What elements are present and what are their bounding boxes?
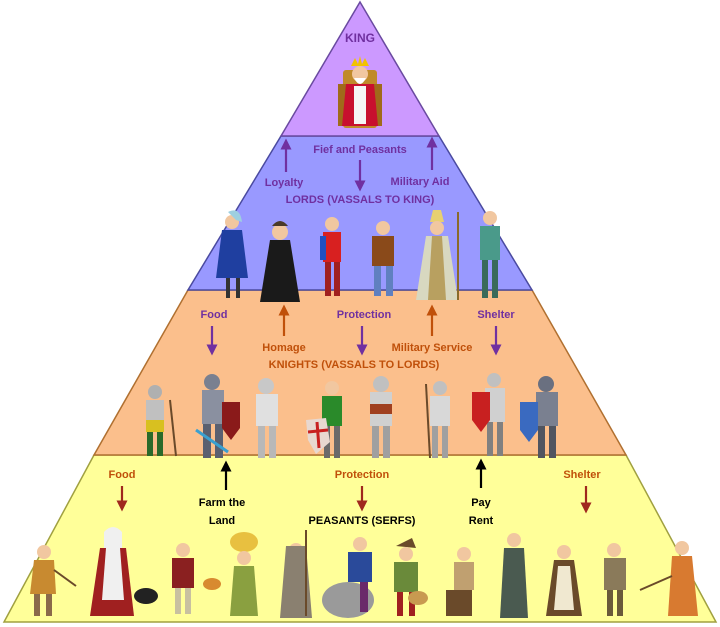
knight-spear-figure xyxy=(425,381,450,459)
knight-with-axe-figure xyxy=(146,385,177,457)
peasant-woman-cooking-figure xyxy=(90,527,158,616)
lords-title: LORDS (VASSALS TO KING) xyxy=(286,194,435,206)
knight-blue-shield-figure xyxy=(520,376,558,458)
lord-green-figure xyxy=(480,211,500,298)
bishop-figure xyxy=(416,210,459,300)
label-pay: Pay xyxy=(471,497,491,509)
lord-blue-cloak-figure xyxy=(216,210,248,298)
peasant-hoeing-figure xyxy=(30,545,77,616)
knight-red-shield-figure xyxy=(472,373,505,456)
label-fief-and-peasants: Fief and Peasants xyxy=(313,144,407,156)
peasants-title: PEASANTS (SERFS) xyxy=(309,515,416,527)
lord-dark-robe-figure xyxy=(260,221,300,302)
peasants-figures xyxy=(30,527,698,618)
knight-standing-figure xyxy=(370,376,392,458)
peasant-blacksmith-figure xyxy=(446,547,474,616)
peasant-old-man-figure xyxy=(604,543,626,616)
peasant-woman-figure xyxy=(546,545,582,616)
peasant-raking-figure xyxy=(639,541,698,616)
peasant-robed-figure xyxy=(500,533,528,618)
knights-figures xyxy=(146,373,558,459)
label-rent: Rent xyxy=(469,515,494,527)
peasant-with-pot-figure xyxy=(172,543,221,614)
lord-red-figure xyxy=(320,217,341,296)
label-military-service: Military Service xyxy=(392,342,473,354)
knights-title: KNIGHTS (VASSALS TO LORDS) xyxy=(269,359,440,371)
label-loyalty: Loyalty xyxy=(265,177,304,189)
lord-brown-tunic-figure xyxy=(372,221,394,296)
king-title: KING xyxy=(345,31,375,45)
knight-cross-shield-figure xyxy=(306,381,342,458)
label-protection-knights: Protection xyxy=(337,309,392,321)
label-land: Land xyxy=(209,515,235,527)
peasant-with-basket-figure xyxy=(394,538,428,616)
label-food-peasants: Food xyxy=(109,469,136,481)
label-shelter-knights: Shelter xyxy=(477,309,515,321)
king-on-throne-figure xyxy=(338,56,382,128)
lords-figures xyxy=(216,210,500,302)
label-homage: Homage xyxy=(262,342,305,354)
label-military-aid: Military Aid xyxy=(391,176,450,188)
peasant-carrying-basket-figure xyxy=(230,532,258,616)
label-food-knights: Food xyxy=(201,309,228,321)
label-shelter-peasants: Shelter xyxy=(563,469,601,481)
knight-plate-figure xyxy=(256,378,278,458)
monk-figure xyxy=(280,530,312,618)
label-protection-peasants: Protection xyxy=(335,469,390,481)
label-farm-the: Farm the xyxy=(199,497,245,509)
peasant-sitting-figure xyxy=(322,537,374,618)
knight-sword-shield-figure xyxy=(195,374,240,458)
